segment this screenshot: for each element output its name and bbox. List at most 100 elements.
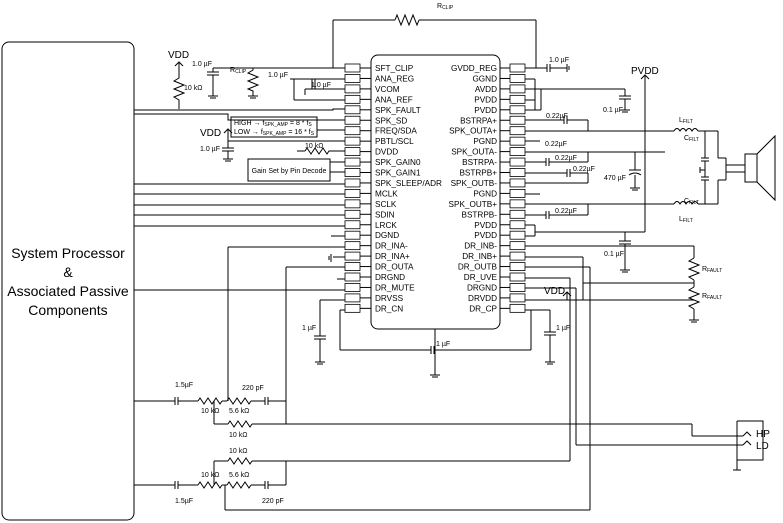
- pin-pad-left: [344, 303, 361, 313]
- c1uf-ana-label: 1.0 µF: [268, 72, 288, 79]
- pin-label-left: SPK_SLEEP/ADR: [375, 179, 442, 188]
- pin-label-right: SPK_OUTB+: [449, 200, 498, 209]
- pin-label-left: DRVSS: [375, 294, 404, 303]
- pin-label-right: GGND: [472, 74, 497, 83]
- pin-label-right: DR_UVE: [464, 273, 498, 282]
- pin-label-right: SPK_OUTB-: [451, 179, 498, 188]
- c1u-center-label: 1 µF: [436, 341, 450, 348]
- pin-pad-right: [509, 293, 526, 303]
- c1u-right-label: 1 µF: [556, 325, 570, 332]
- pin-pad-left: [344, 168, 361, 177]
- pin-label-left: SPK_GAIN0: [375, 158, 421, 167]
- pin-pad-left: [344, 262, 361, 271]
- bottom-network: [134, 246, 764, 511]
- pin-label-left: PBTL/SCL: [375, 137, 414, 146]
- pin-pad-left: [344, 188, 361, 198]
- lfilt-bottom-label: LFILT: [679, 216, 693, 224]
- pin-label-right: DRVDD: [468, 294, 497, 303]
- pin-pad-right: [509, 220, 526, 230]
- pin-pad-right: [509, 262, 526, 271]
- pin-label-left: ANA_REF: [375, 95, 413, 104]
- hp-label: HP: [756, 429, 770, 440]
- pin-label-right: DR_INB-: [464, 242, 497, 251]
- pin-label-left: FREQ/SDA: [375, 127, 417, 136]
- pin-pad-right: [509, 84, 526, 94]
- cfilt-top-label: CFILT: [684, 135, 699, 143]
- pin-pad-left: [344, 157, 361, 167]
- pin-pad-left: [344, 94, 361, 104]
- cfilt-bottom-label: CFILT: [684, 198, 699, 206]
- c1uf-vcom-label: 1.0 µF: [311, 82, 331, 89]
- chip-pins: SFT_CLIPANA_REGVCOMANA_REFSPK_FAULTSPK_S…: [344, 63, 526, 313]
- r10k-dvdd-label: 10 kΩ: [305, 143, 323, 150]
- pin-pad-right: [509, 241, 526, 251]
- pin-label-right: SPK_OUTA-: [451, 148, 497, 157]
- c022-a-minus2-label: 0.22µF: [555, 155, 577, 162]
- pin-pad-left: [344, 199, 361, 209]
- pin-pad-right: [509, 303, 526, 313]
- pin-pad-right: [509, 157, 526, 167]
- pin-pad-right: [509, 209, 526, 219]
- pin-label-left: SPK_GAIN1: [375, 169, 421, 178]
- pin-pad-right: [509, 105, 526, 115]
- pin-label-right: DR_CP: [469, 304, 497, 313]
- pin-pad-left: [344, 178, 361, 188]
- pin-label-left: MCLK: [375, 189, 398, 198]
- r10k-hp-top-label: 10 kΩ: [201, 408, 219, 415]
- pin-label-right: PVDD: [474, 106, 497, 115]
- pin-label-left: LRCK: [375, 221, 397, 230]
- pin-label-left: DGND: [375, 231, 399, 240]
- pin-label-right: DR_OUTB: [458, 263, 498, 272]
- processor-label-line1: System Processor: [11, 245, 125, 261]
- freq-low-label: LOW → fSPK_AMP = 16 * fS: [234, 129, 315, 137]
- c1uf-label-top: 1.0 µF: [192, 61, 212, 68]
- pin-label-right: PVDD: [474, 95, 497, 104]
- pin-label-right: GVDD_REG: [451, 64, 497, 73]
- pin-pad-right: [509, 188, 526, 198]
- c1uf-gvdd-label: 1.0 µF: [549, 57, 569, 64]
- vdd-label-mid: VDD: [200, 128, 221, 139]
- pin-label-right: SPK_OUTA+: [449, 127, 497, 136]
- ld-label: LD: [756, 441, 769, 452]
- pin-label-left: ANA_REG: [375, 74, 414, 83]
- pin-pad-left: [344, 147, 361, 157]
- pin-label-left: SCLK: [375, 200, 397, 209]
- system-processor-block: [1, 41, 135, 521]
- pin-label-left: DR_CN: [375, 304, 403, 313]
- pin-pad-left: [344, 293, 361, 303]
- pin-label-left: SPK_SD: [375, 116, 407, 125]
- c022-b-minus-label: 0.22µF: [555, 208, 577, 215]
- pin-label-left: DR_INA-: [375, 242, 408, 251]
- pin-pad-left: [344, 115, 361, 125]
- pin-pad-right: [509, 199, 526, 209]
- c220-bottom-label: 220 pF: [262, 498, 284, 505]
- pin-pad-right: [509, 63, 526, 73]
- pin-pad-left: [344, 230, 361, 240]
- pin-label-right: BSTRPB-: [462, 210, 498, 219]
- pin-pad-right: [509, 136, 526, 146]
- pvdd-label: PVDD: [631, 66, 659, 77]
- pin-label-right: DR_INB+: [462, 252, 497, 261]
- pin-label-right: AVDD: [475, 85, 497, 94]
- c022-a-minus-label: 0.22µF: [545, 141, 567, 148]
- pin-pad-left: [344, 241, 361, 251]
- c1u-left-label: 1 µF: [302, 325, 316, 332]
- pin-label-left: DVDD: [375, 148, 398, 157]
- r56k-top-label: 5.6 kΩ: [229, 408, 249, 415]
- rclip2-label: RCLIP: [437, 3, 454, 11]
- pin-label-right: BSTRPA-: [462, 158, 497, 167]
- pin-pad-right: [509, 115, 526, 125]
- c01-label-bottom: 0.1 µF: [604, 251, 624, 258]
- pin-pad-right: [509, 230, 526, 240]
- vdd-label-bottom: VDD: [544, 286, 565, 297]
- pin-pad-right: [509, 147, 526, 157]
- processor-label-line4: Components: [28, 302, 107, 318]
- pin-label-left: DRGND: [375, 273, 405, 282]
- pin-label-right: PGND: [473, 137, 497, 146]
- rfault-label: RFAULT: [702, 266, 722, 274]
- pin-label-left: VCOM: [375, 85, 400, 94]
- r10k-fb-top-label: 10 kΩ: [229, 432, 247, 439]
- pin-label-left: SPK_FAULT: [375, 106, 421, 115]
- pin-label-right: PVDD: [474, 221, 497, 230]
